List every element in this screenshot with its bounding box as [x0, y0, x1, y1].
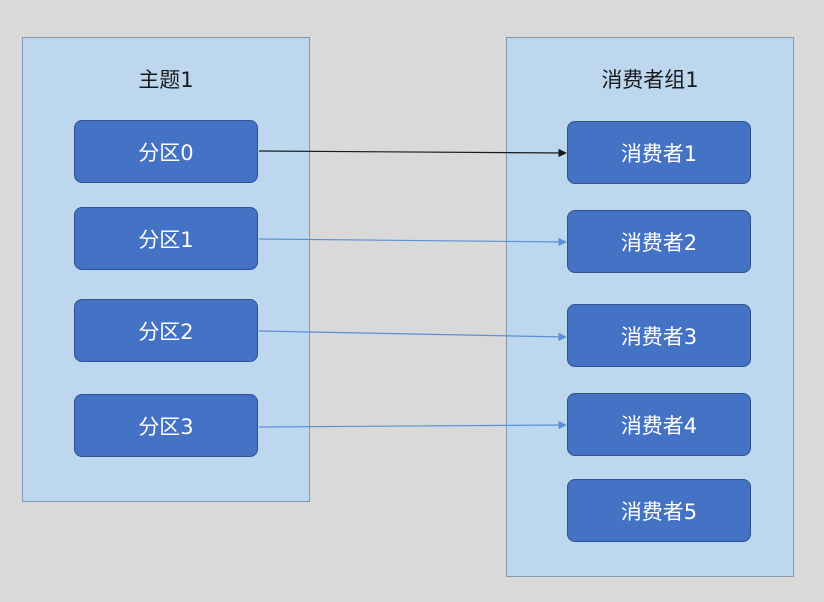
topic-title: 主题1	[138, 68, 194, 92]
partition-node-0: 分区0	[74, 120, 258, 183]
partition-node-2: 分区2	[74, 299, 258, 362]
consumer-node-5: 消费者5	[567, 479, 751, 542]
consumer-node-3: 消费者3	[567, 304, 751, 367]
consumer-group-title: 消费者组1	[601, 68, 699, 92]
consumer-node-4: 消费者4	[567, 393, 751, 456]
consumer-node-1: 消费者1	[567, 121, 751, 184]
partition-node-3: 分区3	[74, 394, 258, 457]
consumer-node-2: 消费者2	[567, 210, 751, 273]
partition-node-1: 分区1	[74, 207, 258, 270]
